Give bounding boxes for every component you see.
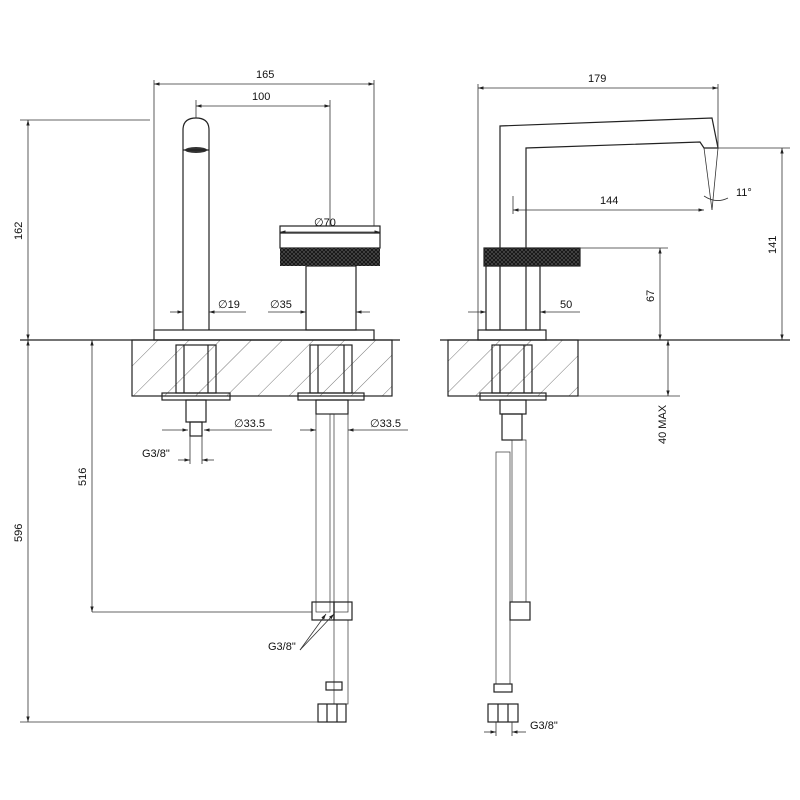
dim-label-deck-max: 40 MAX	[657, 404, 669, 444]
dim-label-thread-left: G3/8"	[142, 448, 170, 460]
dim-handle-dia: ∅70	[280, 217, 380, 234]
dim-label-162: 162	[13, 222, 25, 240]
dim-179: 179	[477, 73, 719, 330]
dim-label-50: 50	[560, 299, 572, 311]
spout-side-profile	[499, 117, 719, 330]
dim-thread-hose: G3/8"	[268, 613, 335, 653]
dim-label-handle-dia: ∅70	[314, 217, 336, 229]
dim-label-nut-left: ∅33.5	[234, 418, 265, 430]
braided-hose-side-b	[511, 439, 527, 603]
dim-165: 165	[153, 69, 375, 330]
dim-50: 50	[468, 299, 580, 314]
dim-596: 596	[13, 340, 318, 723]
dim-67: 67	[580, 247, 668, 340]
dim-label-165: 165	[256, 69, 274, 81]
dim-label-thread-hose: G3/8"	[268, 641, 296, 653]
knurled-handle-side	[483, 247, 581, 331]
countertop-section-side	[440, 339, 790, 397]
dim-label-100: 100	[252, 91, 270, 103]
dim-label-179: 179	[588, 73, 606, 85]
dim-141: 141	[718, 147, 790, 340]
dim-deck-max: 40 MAX	[657, 340, 670, 444]
dim-label-nut-right: ∅33.5	[370, 418, 401, 430]
dim-label-144: 144	[600, 195, 618, 207]
dim-body-dia: ∅35	[268, 299, 370, 314]
dim-label-spout-dia: ∅19	[218, 299, 240, 311]
side-view: 179 144 11° 141 67 50	[440, 73, 790, 736]
dim-nut-left: ∅33.5	[162, 418, 272, 432]
dim-nut-right: ∅33.5	[300, 418, 408, 432]
hose-nuts-front	[311, 601, 353, 723]
countertop-section-front	[20, 339, 400, 397]
dim-thread-left: G3/8"	[142, 436, 214, 464]
dim-100: 100	[195, 91, 331, 226]
dim-spout-dia: ∅19	[170, 299, 246, 314]
dim-162: 162	[13, 119, 150, 340]
dim-label-thread-bottom: G3/8"	[530, 720, 558, 732]
dim-label-67: 67	[645, 290, 657, 302]
dim-label-516: 516	[77, 468, 89, 486]
dim-label-141: 141	[767, 236, 779, 254]
base-plate-front	[153, 329, 375, 341]
spout-tube	[182, 117, 210, 330]
dim-516: 516	[77, 340, 312, 613]
base-plate-side	[477, 329, 547, 341]
dim-thread-bottom: G3/8"	[484, 720, 558, 736]
under-deck-fitting-right	[297, 344, 365, 415]
dim-label-angle: 11°	[736, 187, 752, 199]
dim-label-body-dia: ∅35	[270, 299, 292, 311]
dim-144: 144	[512, 195, 704, 214]
braided-hose-front-b	[333, 413, 349, 705]
mixer-body	[305, 265, 357, 331]
under-deck-fitting-left	[161, 344, 231, 437]
hose-nuts-side	[487, 601, 531, 723]
braided-hose-front-a	[315, 413, 331, 613]
front-view: 165 100 ∅70 162 ∅19	[13, 69, 408, 723]
under-deck-fitting-side	[479, 344, 547, 441]
dim-label-596: 596	[13, 524, 25, 542]
braided-hose-side-a	[495, 451, 511, 685]
dim-angle: 11°	[703, 187, 752, 201]
